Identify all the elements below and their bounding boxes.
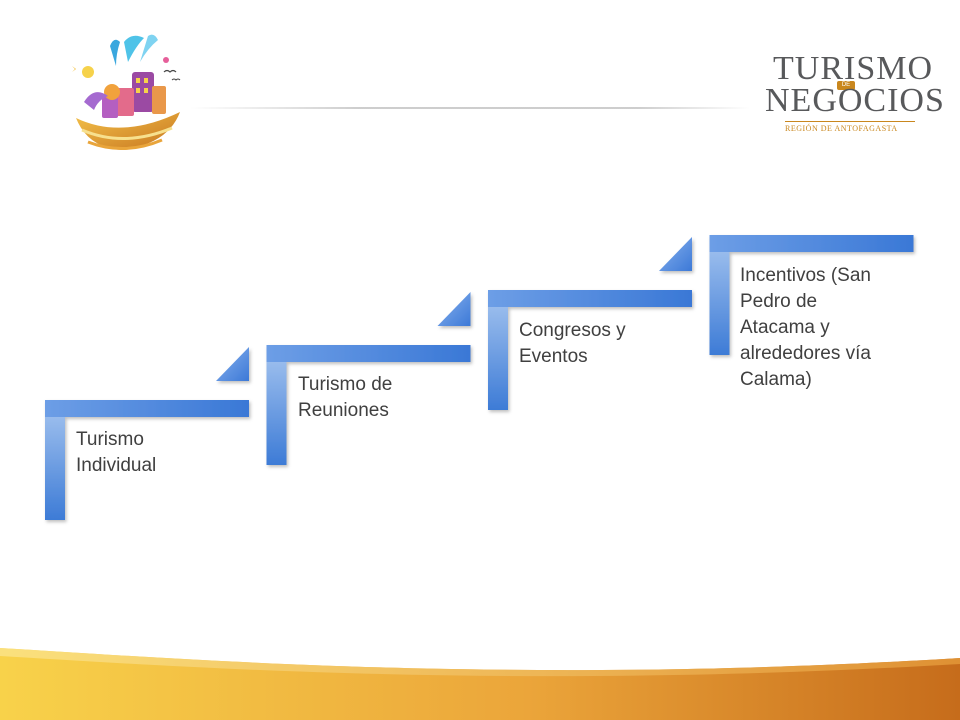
logo-line-1: TURISMO [773,50,934,87]
step-shape [45,347,249,520]
destination-logo-icon [72,34,181,151]
step-arrow-wedge [437,292,471,326]
step-arrow-wedge [216,347,249,381]
step-tread [488,290,692,307]
step-tread [709,235,914,252]
step-label-line: Pedro de [740,291,818,312]
step-riser [488,290,508,410]
step-tread [45,400,249,417]
step-arrow-wedge [659,237,692,271]
step-label-turismo-individual: Turismo Individual [76,427,156,479]
step-label-line: Turismo [76,429,144,450]
step-label-line: Individual [76,455,157,476]
step-label-line: Reuniones [298,400,389,421]
step-label-line: Congresos y [519,320,626,341]
step-riser [266,345,287,465]
step-shape [266,292,471,465]
logo-connector: DE [837,81,855,90]
step-label-line: Calama) [740,369,812,390]
header-divider [190,107,750,109]
logo-region: REGIÓN DE ANTOFAGASTA [785,124,898,133]
step-label-line: Eventos [519,346,588,367]
step-label-incentivos: Incentivos (San Pedro de Atacama y alred… [740,263,871,393]
step-label-turismo-de-reuniones: Turismo de Reuniones [298,372,392,424]
step-shape [488,237,692,410]
step-shape [709,235,914,355]
footer-wave [0,648,960,720]
step-label-line: alrededores vía [740,343,871,364]
step-label-line: Atacama y [740,317,830,338]
logo-underline [785,121,915,122]
step-label-line: Turismo de [298,374,393,395]
step-label-congresos-y-eventos: Congresos y Eventos [519,318,626,370]
step-tread [266,345,471,362]
turismo-de-negocios-logo: TURISMO DE NEGOCIOS REGIÓN DE ANTOFAGAST… [745,50,944,140]
logo-line-2: NEGOCIOS [765,82,945,119]
step-riser [45,400,65,520]
step-label-line: Incentivos (San [740,265,871,286]
step-riser [709,235,730,355]
